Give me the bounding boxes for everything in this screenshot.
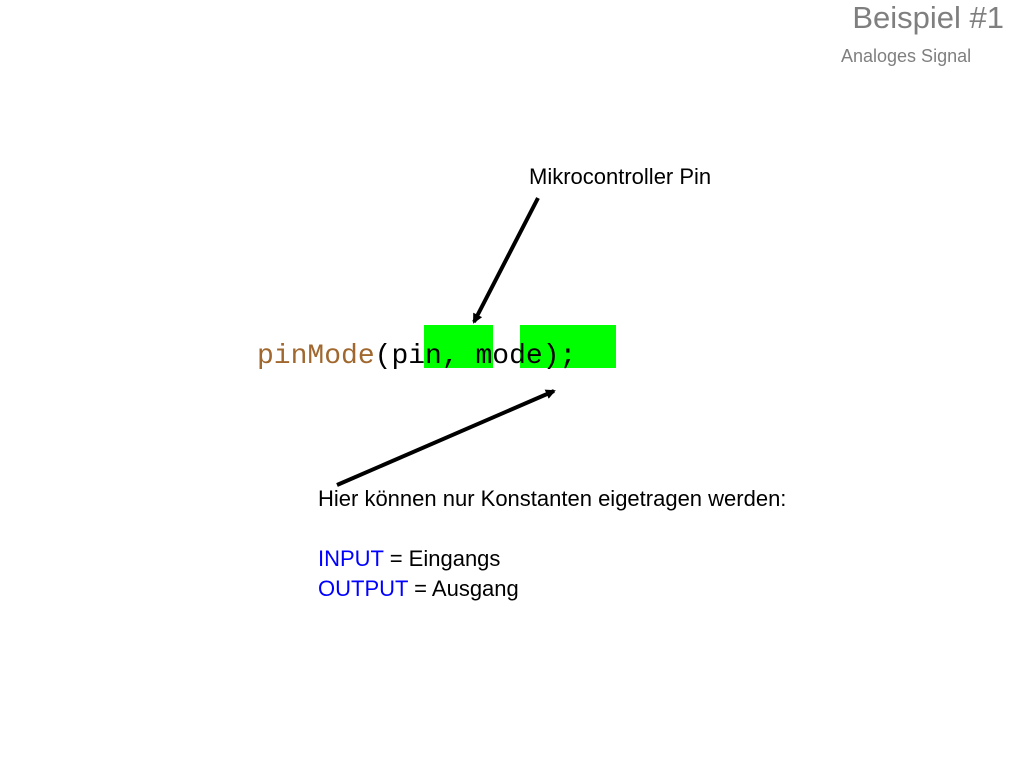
code-close: ); — [542, 341, 577, 372]
callout-pin-label: Mikrocontroller Pin — [529, 164, 712, 189]
slide-subtitle: Analoges Signal — [841, 46, 972, 66]
code-snippet: pinMode(pin, mode); — [257, 337, 576, 377]
arrow-to-pin — [472, 197, 540, 324]
highlight-pin — [424, 325, 493, 368]
note-intro: Hier können nur Konstanten eigetragen we… — [318, 486, 787, 511]
code-separator: , — [441, 341, 476, 372]
code-param-pin: pin — [391, 341, 442, 372]
code-open-paren: ( — [374, 341, 392, 372]
code-function-name: pinMode — [257, 341, 375, 372]
constants-note: Hier können nur Konstanten eigetragen we… — [318, 484, 786, 604]
note-item-input: INPUT = Eingangs — [318, 544, 786, 574]
keyword-input: INPUT — [318, 546, 384, 571]
slide-title: Beispiel #1 — [852, 0, 1004, 35]
note-spacer — [318, 514, 786, 544]
keyword-output: OUTPUT — [318, 576, 409, 601]
note-item-output: OUTPUT = Ausgang — [318, 574, 786, 604]
desc-output: = Ausgang — [408, 576, 519, 601]
code-param-mode: mode — [475, 341, 543, 372]
arrow-to-mode — [336, 389, 556, 487]
desc-input: = Eingangs — [383, 546, 501, 571]
highlight-mode — [520, 325, 616, 368]
